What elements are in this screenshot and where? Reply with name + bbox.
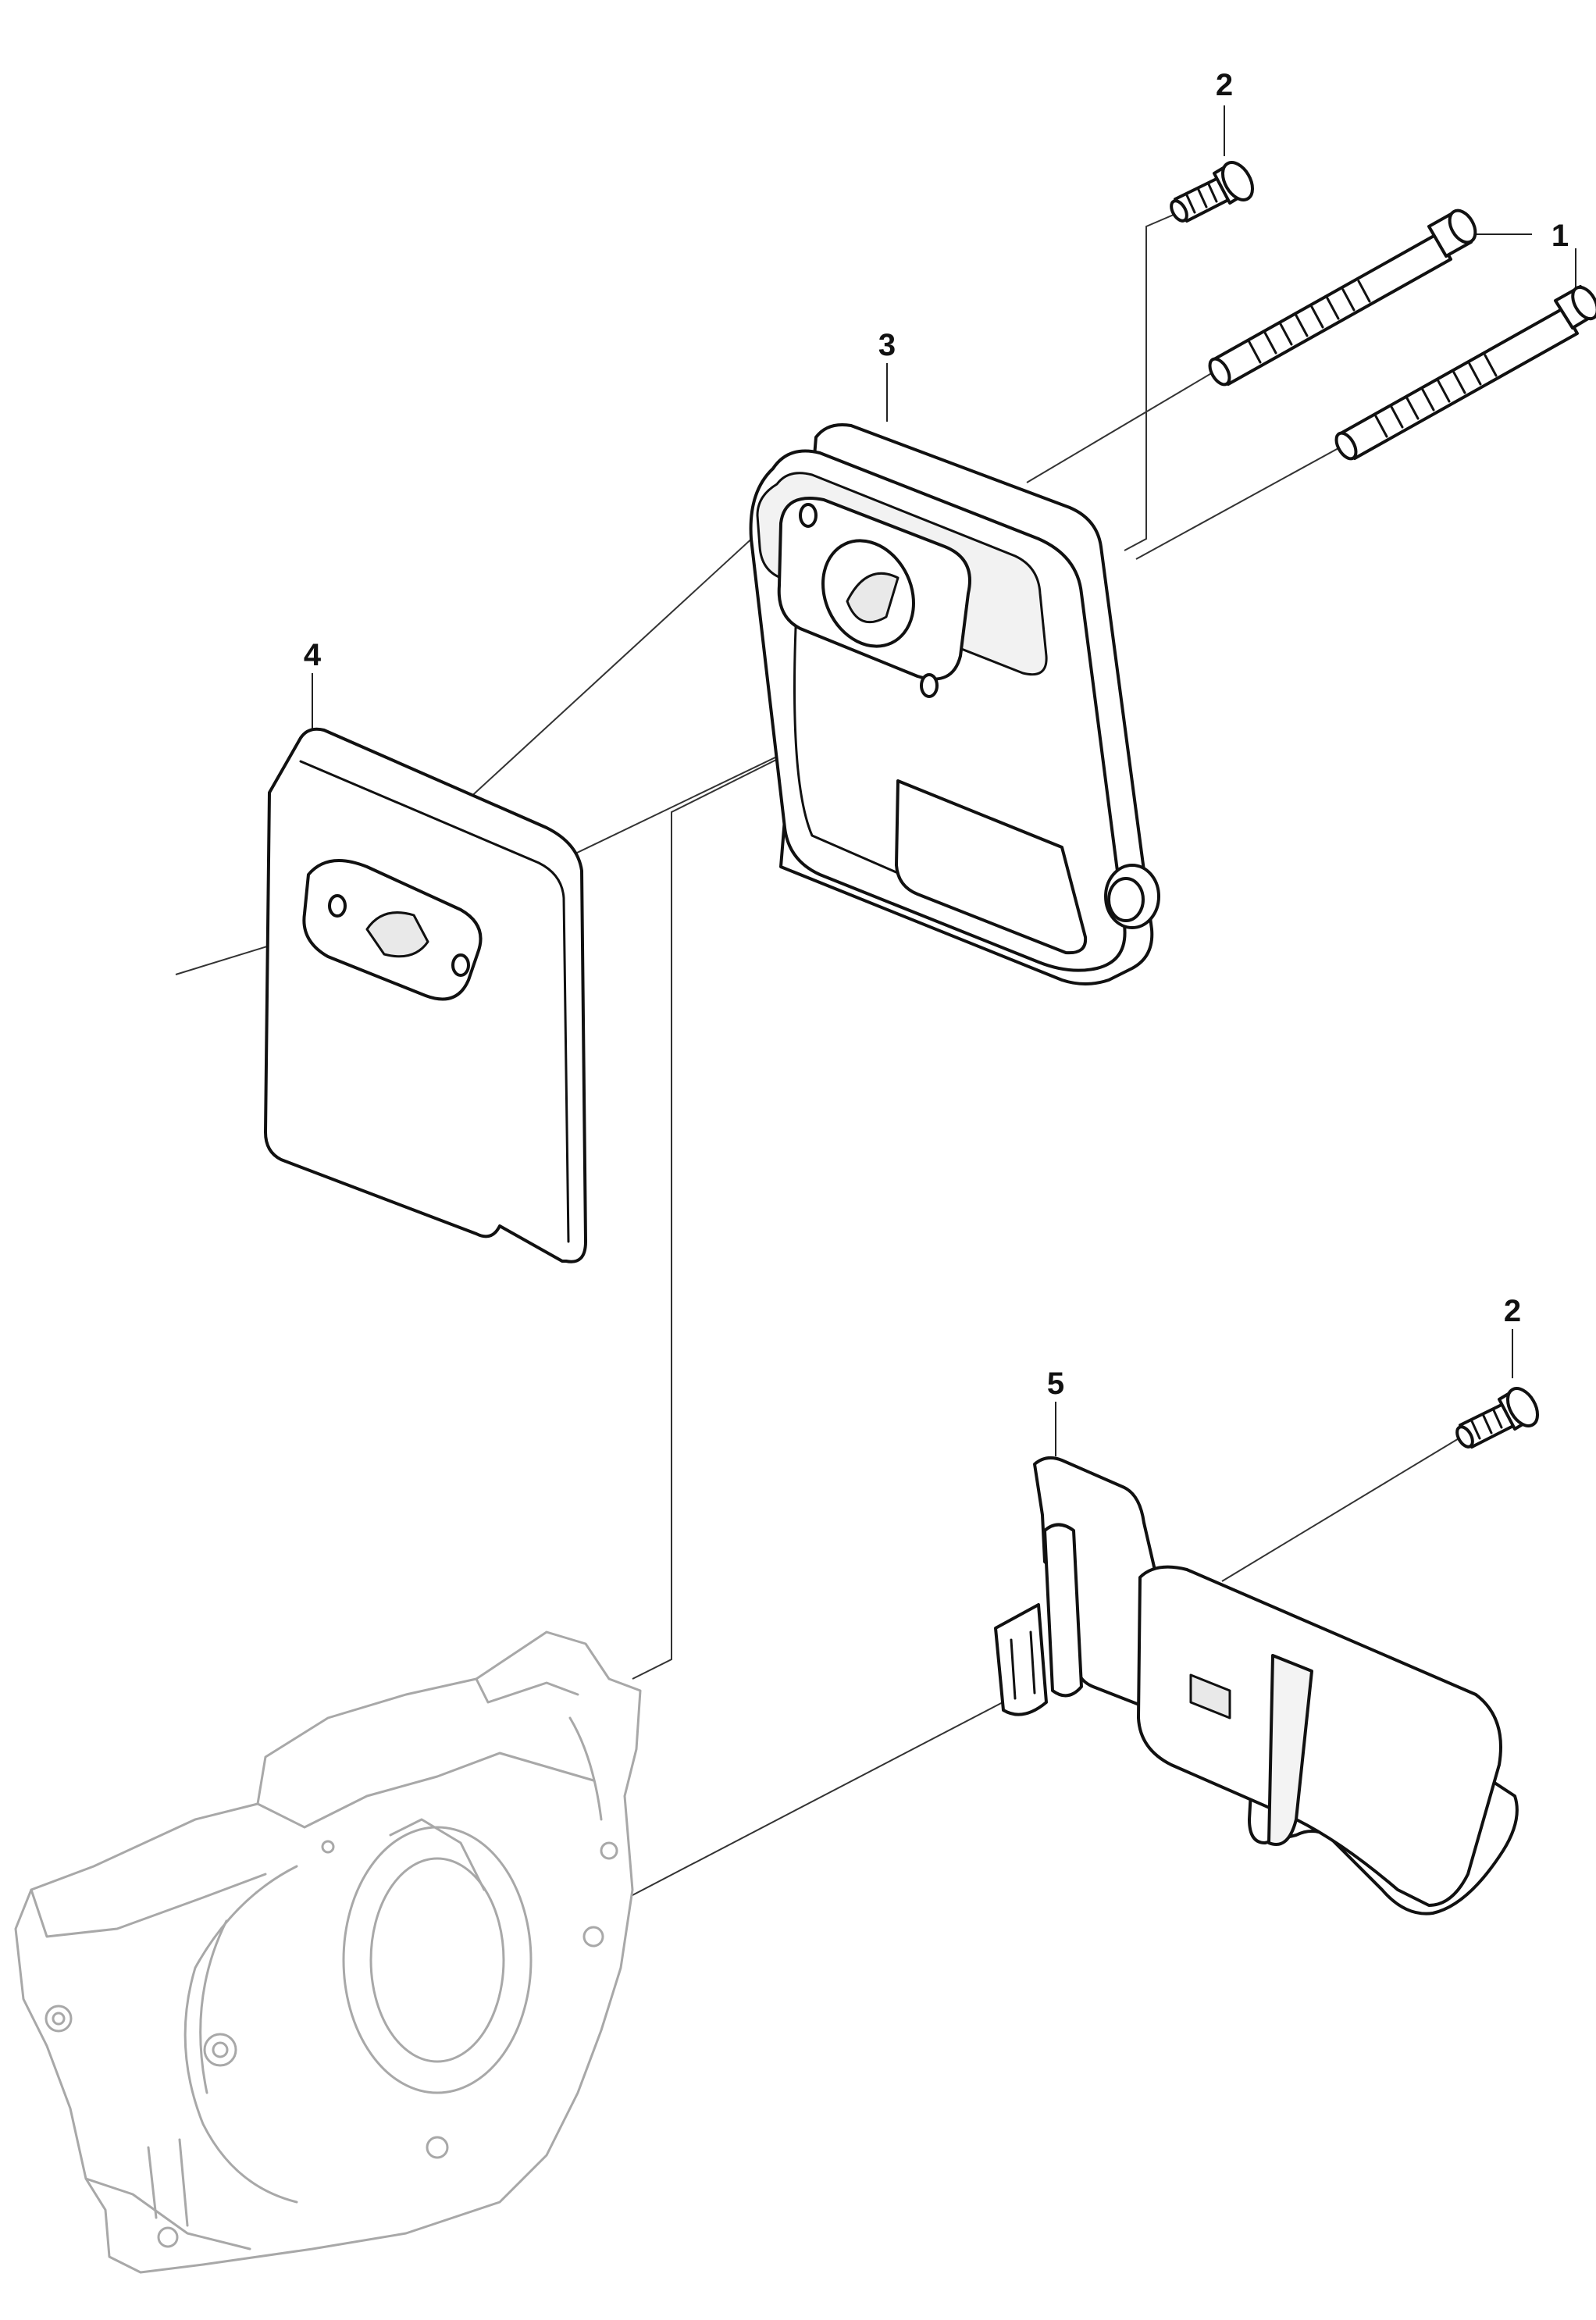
heat-shield — [994, 1456, 1519, 1916]
screw-top — [1170, 161, 1254, 223]
screw-bottom — [1455, 1387, 1539, 1449]
muffler — [749, 423, 1160, 985]
callout-label-1: 1 — [1551, 219, 1569, 253]
callout-leaders — [312, 105, 1576, 1456]
callout-labels: 1 2 3 4 2 5 — [304, 68, 1569, 1401]
callout-label-2-bottom: 2 — [1504, 1294, 1521, 1328]
callout-label-5: 5 — [1047, 1367, 1064, 1401]
callout-label-4: 4 — [304, 638, 322, 672]
gasket-plate — [264, 727, 587, 1263]
callout-label-2-top: 2 — [1216, 68, 1233, 102]
crankcase-ghost — [14, 1630, 642, 2274]
callout-label-3: 3 — [878, 328, 896, 362]
long-bolt-a — [1208, 208, 1477, 387]
long-bolt-b — [1334, 285, 1596, 461]
